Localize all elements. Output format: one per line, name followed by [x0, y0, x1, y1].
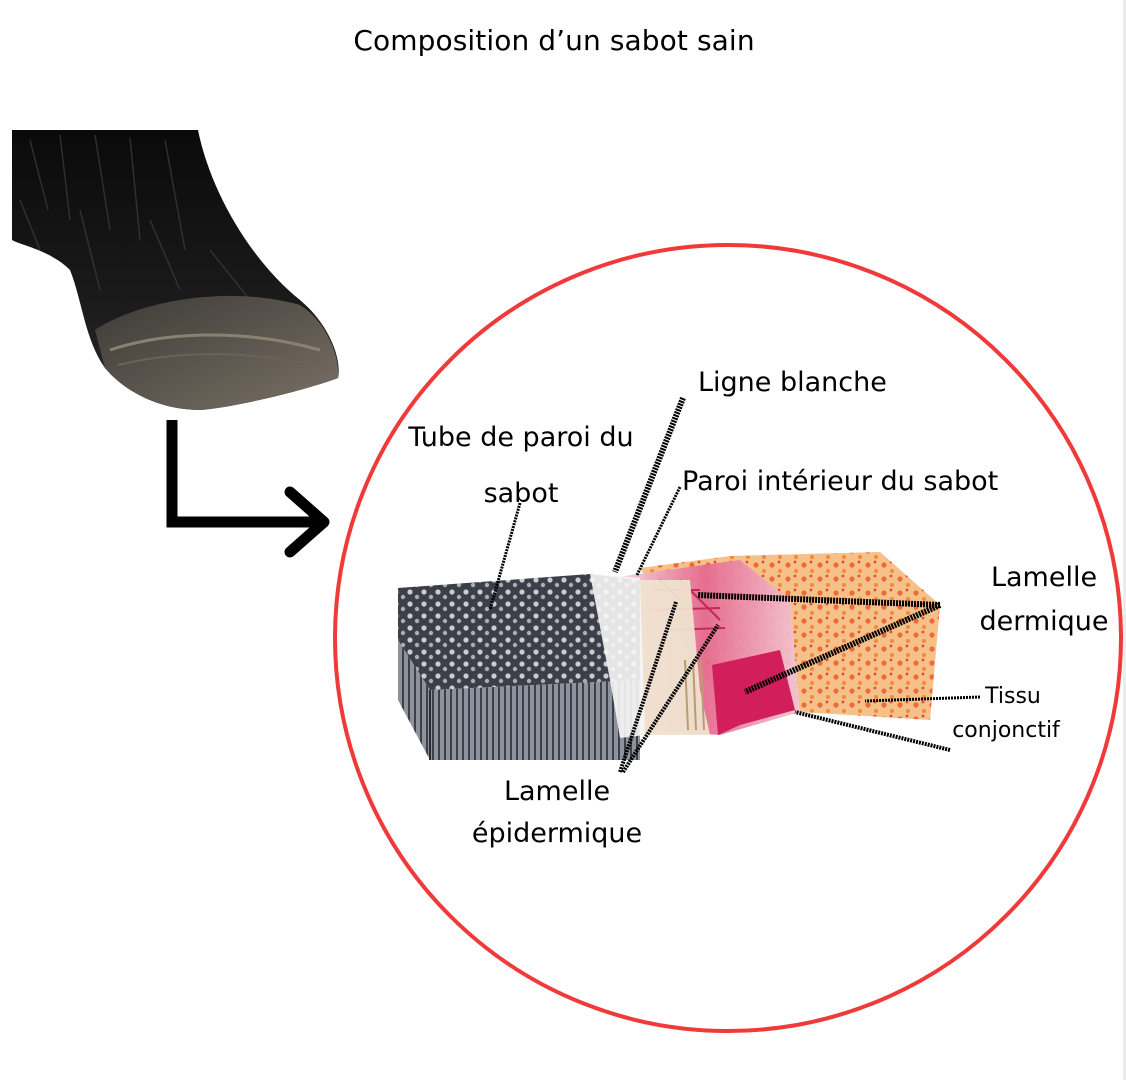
label-lamelle-dermique: Lamelle dermique — [966, 558, 1122, 641]
label-ligne-blanche: Ligne blanche — [698, 367, 887, 398]
label-tube-de-paroi: Tube de paroi du sabot — [398, 418, 644, 513]
leader-tissu-conjonctif-2 — [794, 710, 951, 752]
leader-lines — [488, 396, 981, 774]
leader-tissu-conjonctif — [864, 695, 981, 703]
label-lamelle-dermique-line2: dermique — [979, 606, 1109, 637]
leader-lamelle-dermique-1 — [697, 592, 941, 608]
label-lamelle-epidermique-line1: Lamelle — [503, 776, 611, 807]
label-lamelle-epidermique-line2: épidermique — [471, 818, 643, 849]
leader-lamelle-epidermique-2 — [621, 623, 720, 774]
label-lamelle-dermique-line1: Lamelle — [990, 562, 1098, 593]
label-lamelle-epidermique: Lamelle épidermique — [460, 772, 654, 853]
horse-hoof-image — [12, 130, 339, 410]
label-paroi-interieur: Paroi intérieur du sabot — [682, 466, 999, 497]
leader-lamelle-dermique-2 — [743, 602, 942, 695]
leader-paroi-interieur — [635, 486, 682, 576]
label-tissu-conjonctif: Tissu conjonctif — [946, 680, 1066, 748]
leader-tube-paroi — [488, 502, 522, 611]
label-tube-de-paroi-line2: sabot — [483, 478, 559, 509]
label-tissu-conjonctif-line2: conjonctif — [952, 718, 1060, 743]
page-edge — [1123, 0, 1126, 1080]
label-tube-de-paroi-line1: Tube de paroi du — [408, 422, 634, 453]
magnify-circle — [333, 243, 1123, 1033]
leader-ligne-blanche — [612, 396, 686, 574]
label-tissu-conjonctif-line1: Tissu — [985, 684, 1041, 709]
pointer-arrow — [166, 420, 330, 558]
diagram-title: Composition d’un sabot sain — [353, 24, 755, 57]
